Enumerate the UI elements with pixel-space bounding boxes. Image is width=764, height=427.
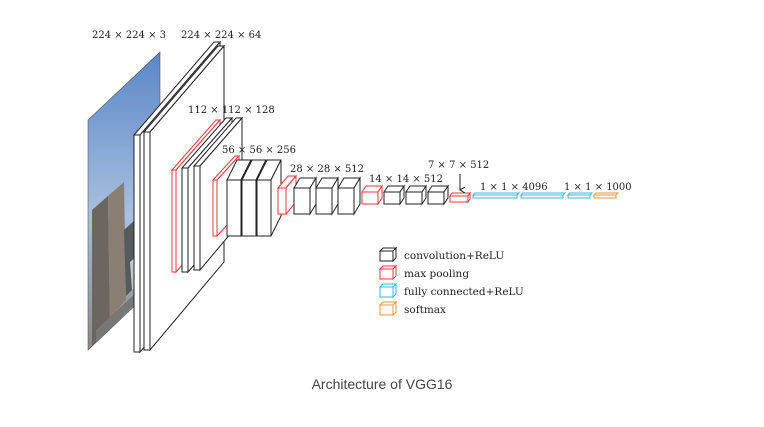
legend-swatch-softmax	[378, 300, 398, 317]
legend-label-pool: max pooling	[404, 268, 469, 280]
pool5-block	[449, 191, 471, 204]
legend-label-conv: convolution+ReLU	[404, 250, 504, 262]
conv3-block	[211, 154, 282, 238]
label-softmax: 1 × 1 × 1000	[564, 182, 632, 193]
legend-item-pool: max pooling	[378, 264, 469, 281]
label-fc: 1 × 1 × 4096	[480, 182, 548, 193]
legend-swatch-fc	[378, 282, 398, 299]
label-input: 224 × 224 × 3	[92, 30, 166, 41]
label-conv1: 224 × 224 × 64	[181, 30, 261, 41]
legend-swatch-conv	[378, 246, 398, 263]
legend-item-softmax: softmax	[378, 300, 446, 317]
legend-item-conv: convolution+ReLU	[378, 246, 504, 263]
legend-label-softmax: softmax	[404, 304, 446, 316]
legend: convolution+ReLU max pooling fully conne…	[378, 246, 524, 317]
legend-item-fc: fully connected+ReLU	[378, 282, 524, 299]
conv4-block	[276, 174, 361, 216]
figure-caption: Architecture of VGG16	[311, 376, 453, 392]
label-pool5: 7 × 7 × 512	[428, 160, 489, 171]
label-conv5: 14 × 14 × 512	[369, 174, 443, 185]
label-conv4: 28 × 28 × 512	[290, 164, 364, 175]
label-conv2: 112 × 112 × 128	[188, 105, 275, 116]
fc-layers	[471, 192, 594, 199]
softmax-layer	[592, 192, 620, 199]
conv5-block	[361, 184, 449, 206]
legend-label-fc: fully connected+ReLU	[404, 286, 524, 298]
legend-swatch-pool	[378, 264, 398, 281]
label-conv3: 56 × 56 × 256	[222, 145, 296, 156]
